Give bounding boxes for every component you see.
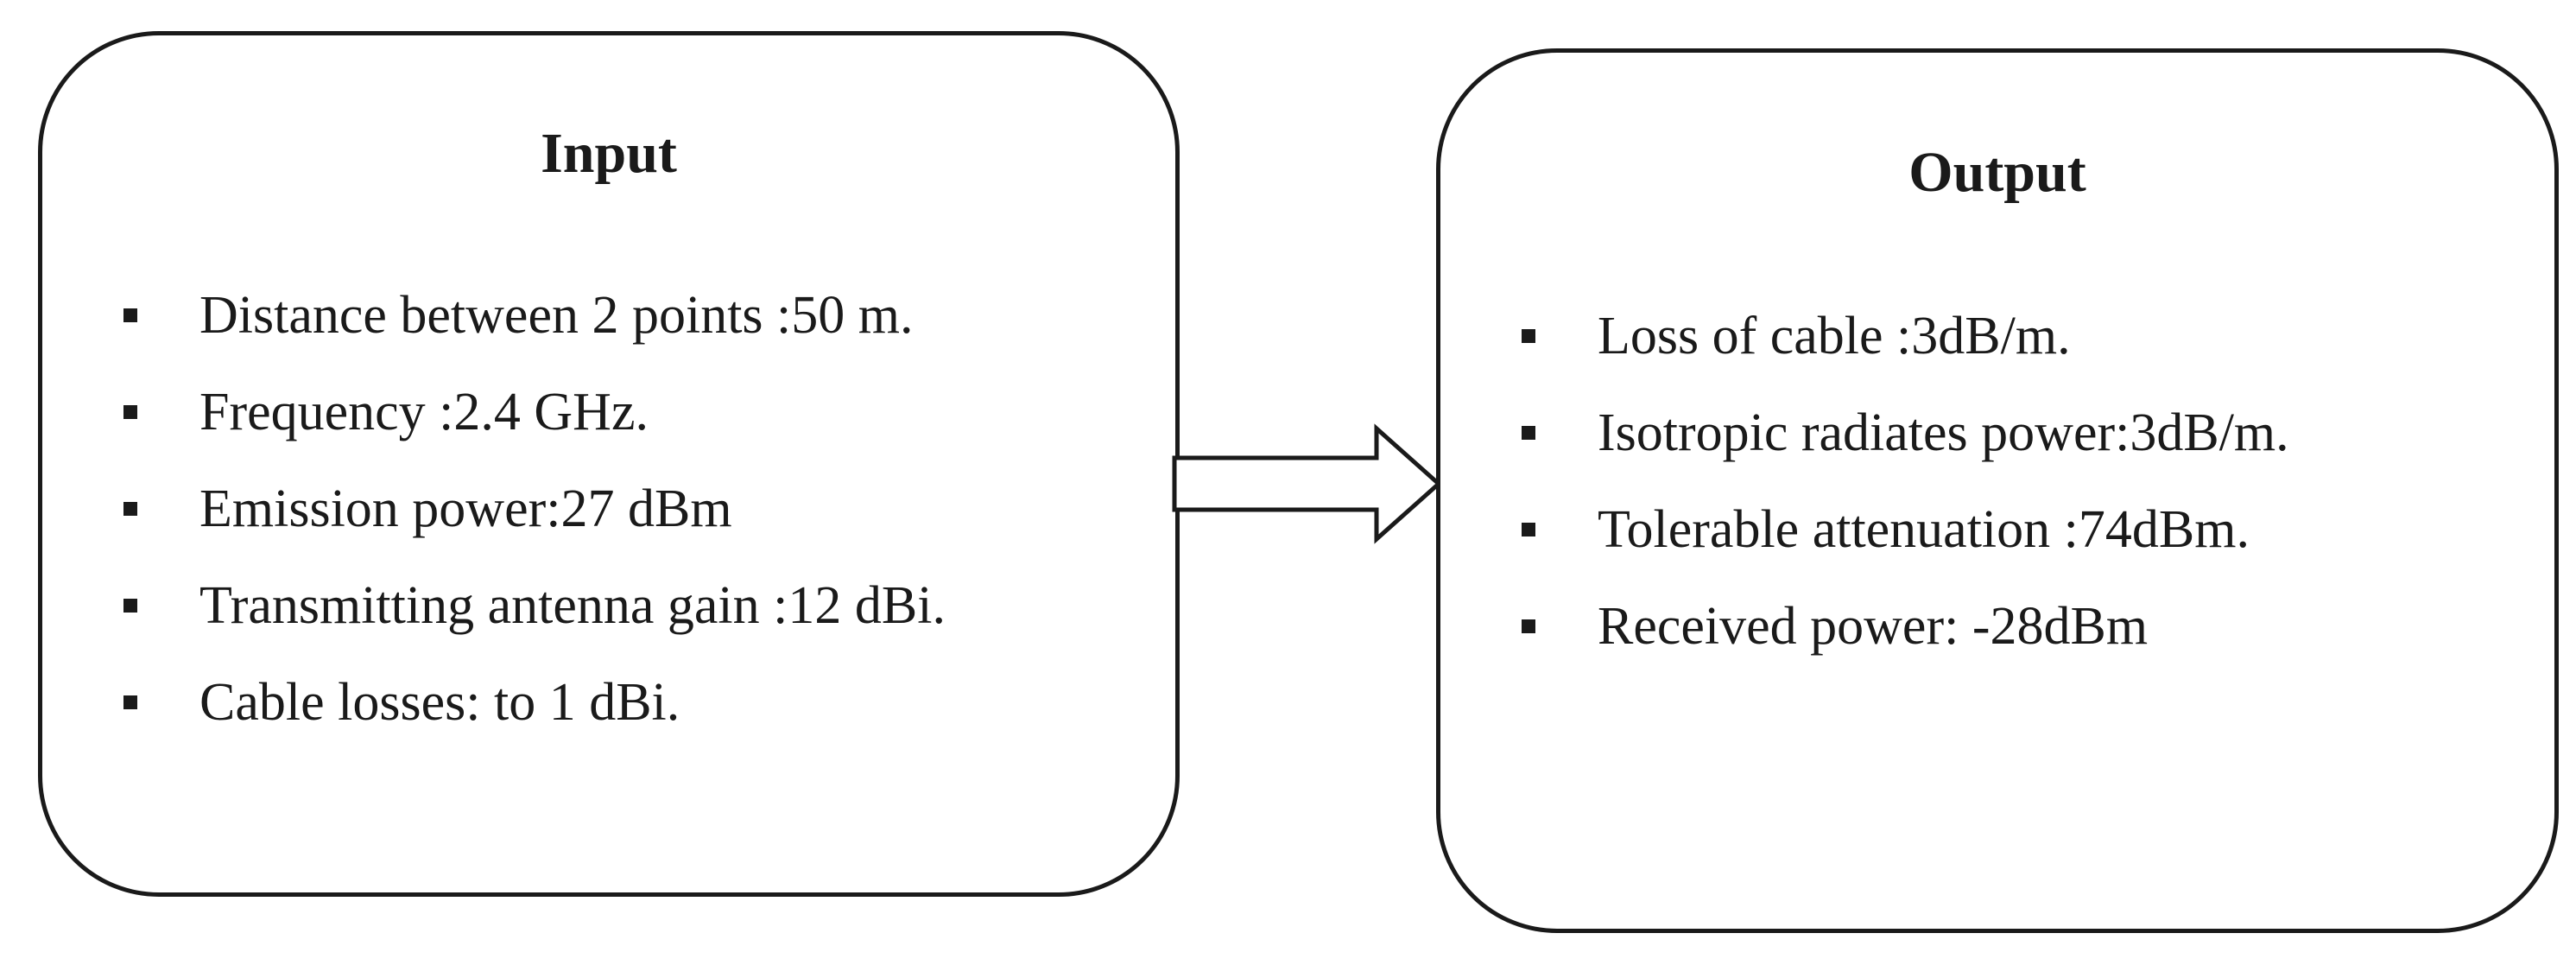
output-item-text: Loss of cable :3dB/m. bbox=[1598, 307, 2071, 365]
list-item: Tolerable attenuation :74dBm. bbox=[1522, 481, 2289, 578]
input-list: Distance between 2 points :50 m. Frequen… bbox=[123, 267, 946, 751]
square-bullet-icon bbox=[123, 695, 137, 709]
output-box: Output Loss of cable :3dB/m. Isotropic r… bbox=[1436, 48, 2559, 933]
square-bullet-icon bbox=[1522, 329, 1535, 343]
square-bullet-icon bbox=[123, 599, 137, 613]
output-item-text: Tolerable attenuation :74dBm. bbox=[1598, 500, 2250, 559]
list-item: Frequency :2.4 GHz. bbox=[123, 364, 946, 460]
square-bullet-icon bbox=[1522, 523, 1535, 536]
square-bullet-icon bbox=[123, 502, 137, 516]
list-item: Transmitting antenna gain :12 dBi. bbox=[123, 557, 946, 654]
square-bullet-icon bbox=[1522, 619, 1535, 633]
input-item-text: Frequency :2.4 GHz. bbox=[199, 383, 649, 441]
list-item: Cable losses: to 1 dBi. bbox=[123, 654, 946, 751]
output-item-text: Received power: -28dBm bbox=[1598, 597, 2149, 656]
list-item: Received power: -28dBm bbox=[1522, 578, 2289, 675]
output-title: Output bbox=[1908, 141, 2086, 204]
right-arrow-icon bbox=[1172, 423, 1442, 544]
input-box: Input Distance between 2 points :50 m. F… bbox=[38, 31, 1180, 897]
list-item: Emission power:27 dBm bbox=[123, 460, 946, 557]
list-item: Loss of cable :3dB/m. bbox=[1522, 288, 2289, 384]
output-list: Loss of cable :3dB/m. Isotropic radiates… bbox=[1522, 288, 2289, 675]
input-item-text: Emission power:27 dBm bbox=[199, 479, 732, 538]
square-bullet-icon bbox=[1522, 426, 1535, 440]
square-bullet-icon bbox=[123, 405, 137, 419]
output-item-text: Isotropic radiates power:3dB/m. bbox=[1598, 403, 2289, 462]
input-item-text: Distance between 2 points :50 m. bbox=[199, 286, 914, 345]
list-item: Isotropic radiates power:3dB/m. bbox=[1522, 384, 2289, 481]
input-item-text: Cable losses: to 1 dBi. bbox=[199, 673, 680, 732]
input-item-text: Transmitting antenna gain :12 dBi. bbox=[199, 576, 946, 635]
square-bullet-icon bbox=[123, 308, 137, 322]
input-title: Input bbox=[541, 122, 677, 185]
list-item: Distance between 2 points :50 m. bbox=[123, 267, 946, 364]
